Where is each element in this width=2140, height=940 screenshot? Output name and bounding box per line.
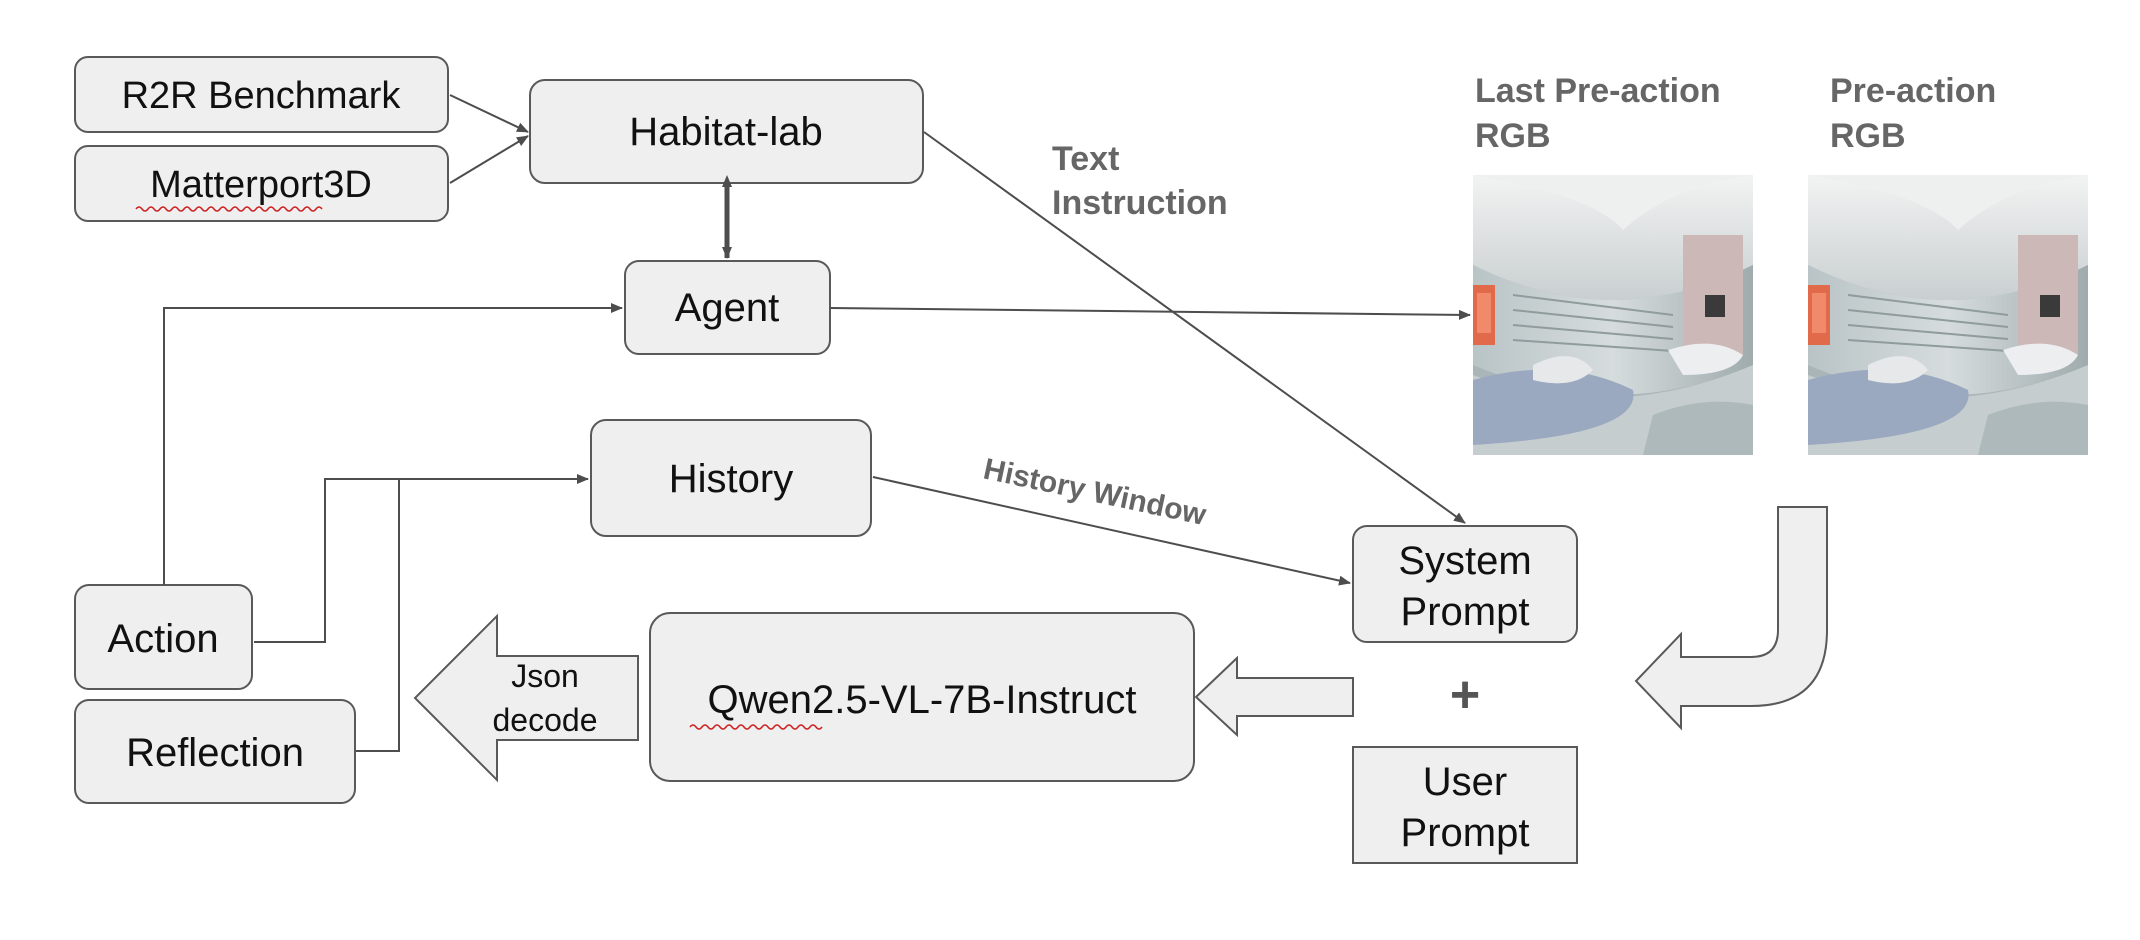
habitat-lab-label: Habitat-lab <box>629 110 822 154</box>
history-window-label: History Window <box>981 453 1210 532</box>
last-pre-action-rgb-image <box>1472 174 1754 456</box>
action-node: Action <box>74 584 253 690</box>
user-prompt-node: User Prompt <box>1352 746 1578 864</box>
user-prompt-line2: Prompt <box>1401 811 1530 855</box>
spellcheck-underline <box>135 206 323 212</box>
history-label: History <box>669 457 793 501</box>
text-instruction-arrow <box>923 131 1466 524</box>
spellcheck-underline <box>689 724 823 730</box>
matterport3d-label: Matterport3D <box>150 164 372 206</box>
matterport3d-node: Matterport3D <box>74 145 449 222</box>
text-instruction-line1: Text <box>1052 140 1119 178</box>
matterport-to-habitat-arrow <box>449 135 529 184</box>
system-prompt-node: System Prompt <box>1352 525 1578 643</box>
agent-to-rgb-arrow <box>829 307 1471 320</box>
agent-label: Agent <box>675 286 780 330</box>
system-prompt-line1: System <box>1398 539 1531 583</box>
reflection-to-history-connector <box>356 479 400 752</box>
json-decode-block-arrow <box>413 613 639 783</box>
qwen-model-label: Qwen2.5-VL-7B-Instruct <box>707 678 1136 722</box>
prompt-to-model-block-arrow <box>1194 655 1354 738</box>
history-window-arrow <box>872 476 1351 586</box>
action-to-history-arrow <box>254 474 589 643</box>
plus-sign: + <box>1450 666 1480 724</box>
habitat-lab-node: Habitat-lab <box>529 79 924 184</box>
json-decode-line1: Json <box>511 658 579 694</box>
qwen-model-node: Qwen2.5-VL-7B-Instruct <box>649 612 1195 782</box>
r2r-to-habitat-arrow <box>449 94 529 133</box>
r2r-benchmark-node: R2R Benchmark <box>74 56 449 133</box>
action-to-agent-arrow <box>163 303 623 585</box>
pre-action-rgb-line2: RGB <box>1830 117 1906 155</box>
pre-action-rgb-image <box>1807 174 2089 456</box>
action-label: Action <box>107 617 218 661</box>
r2r-benchmark-label: R2R Benchmark <box>122 75 402 117</box>
system-prompt-line2: Prompt <box>1401 590 1530 634</box>
user-prompt-line1: User <box>1423 760 1507 804</box>
reflection-label: Reflection <box>126 731 304 775</box>
text-instruction-line2: Instruction <box>1052 184 1228 222</box>
last-pre-action-rgb-line2: RGB <box>1475 117 1551 155</box>
last-pre-action-rgb-line1: Last Pre-action <box>1475 72 1721 110</box>
agent-node: Agent <box>624 260 831 355</box>
rgb-to-prompt-curved-arrow <box>1634 506 1828 731</box>
history-node: History <box>590 419 872 537</box>
pre-action-rgb-line1: Pre-action <box>1830 72 1996 110</box>
json-decode-line2: decode <box>493 702 598 738</box>
reflection-node: Reflection <box>74 699 356 804</box>
